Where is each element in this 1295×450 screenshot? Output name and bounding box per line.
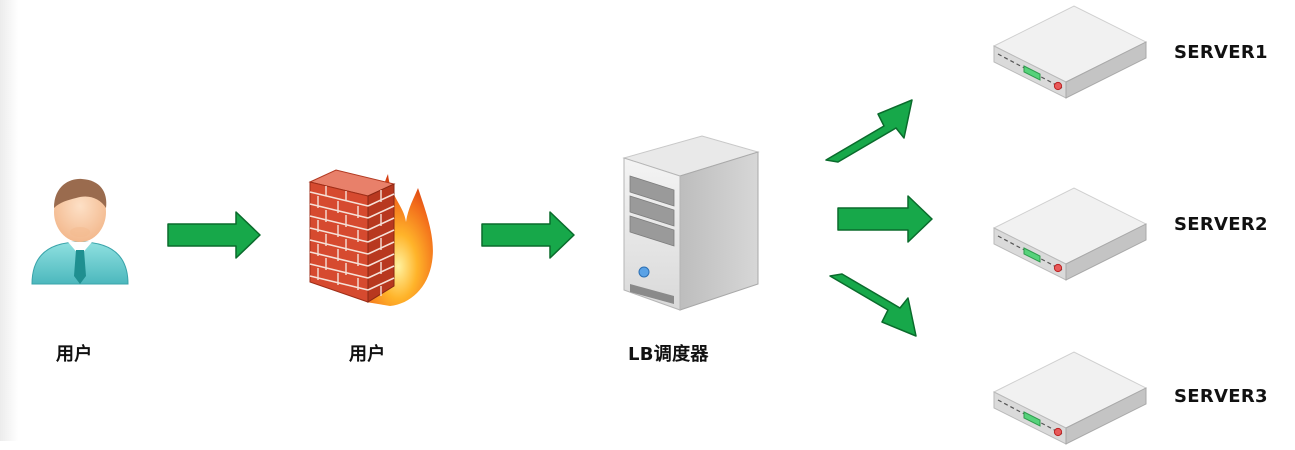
lb-label: LB调度器 (628, 344, 709, 365)
rack-server-icon (992, 187, 1148, 281)
arrow-user-to-firewall (167, 211, 261, 259)
arrow-lb-to-server3 (829, 273, 917, 337)
arrow-firewall-to-lb (481, 211, 575, 259)
user-icon (31, 178, 129, 285)
left-edge-shade (0, 0, 18, 441)
firewall-icon (308, 169, 433, 306)
server3-label: SERVER3 (1174, 386, 1268, 407)
server1-label: SERVER1 (1174, 42, 1268, 63)
arrow-lb-to-server1 (825, 99, 913, 163)
user-label: 用户 (56, 344, 93, 365)
firewall-label: 用户 (349, 344, 386, 365)
arrow-lb-to-server2 (837, 195, 933, 243)
tower-server-icon (622, 135, 760, 311)
server2-label: SERVER2 (1174, 214, 1268, 235)
rack-server-icon (992, 5, 1148, 99)
rack-server-icon (992, 351, 1148, 445)
